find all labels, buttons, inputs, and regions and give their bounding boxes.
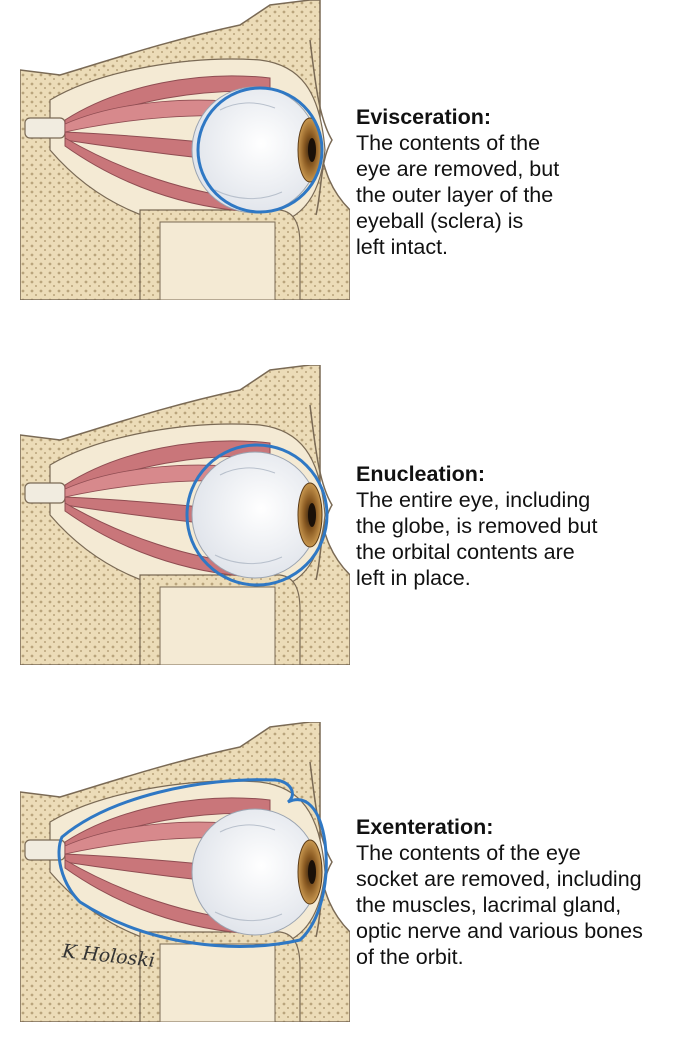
removal-outline	[185, 443, 329, 587]
removal-outline	[57, 778, 328, 948]
procedure-description: The contents of the eye are removed, but…	[356, 131, 560, 259]
procedure-description: The entire eye, including the globe, is …	[356, 488, 598, 590]
evisceration-illustration	[20, 0, 350, 300]
exenteration-illustration	[20, 722, 350, 1022]
enucleation-illustration	[20, 365, 350, 665]
procedure-description: The contents of the eye socket are remov…	[356, 841, 643, 969]
enucleation-caption: Enucleation: The entire eye, including t…	[356, 461, 692, 591]
exenteration-caption: Exenteration: The contents of the eye so…	[356, 814, 692, 970]
procedure-title: Evisceration:	[356, 105, 492, 129]
procedure-panel-evisceration: Evisceration: The contents of the eye ar…	[0, 0, 692, 320]
procedure-panel-enucleation: Enucleation: The entire eye, including t…	[0, 365, 692, 685]
procedure-panel-exenteration: Exenteration: The contents of the eye so…	[0, 722, 692, 1042]
removal-outline	[196, 86, 324, 214]
procedure-title: Enucleation:	[356, 462, 486, 486]
procedure-title: Exenteration:	[356, 815, 494, 839]
evisceration-caption: Evisceration: The contents of the eye ar…	[356, 104, 692, 260]
